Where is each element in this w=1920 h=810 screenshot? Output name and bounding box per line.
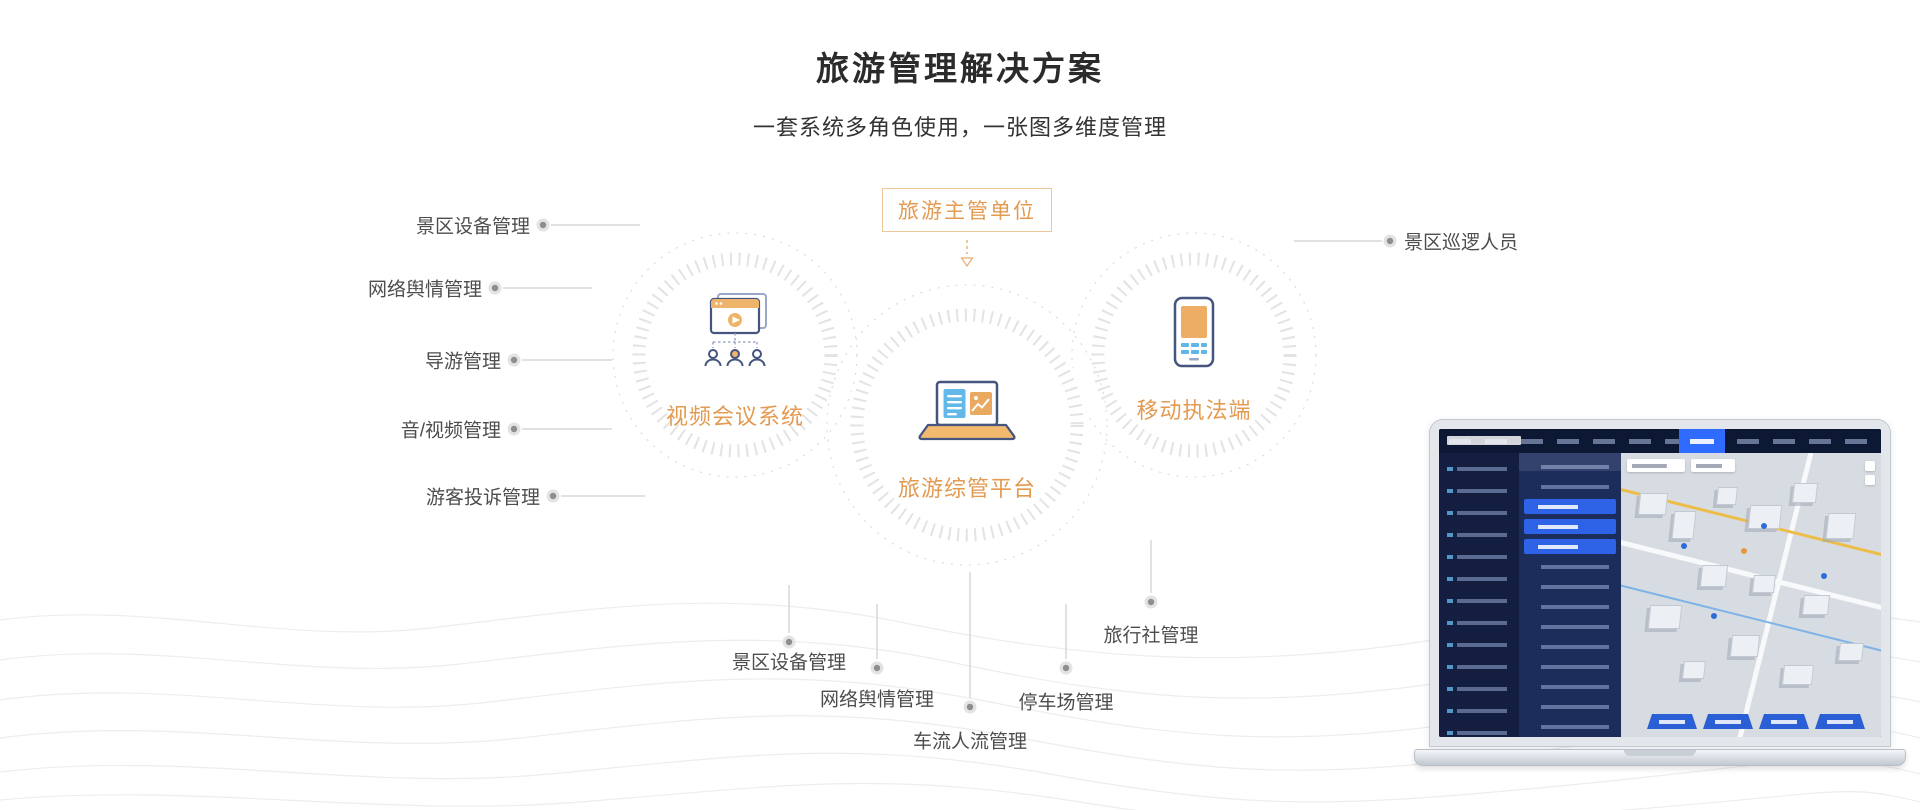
map-building bbox=[1781, 665, 1815, 685]
app-topbar bbox=[1439, 429, 1881, 453]
map-layer-control bbox=[1865, 475, 1875, 485]
map-marker bbox=[1681, 543, 1687, 549]
app-body bbox=[1439, 453, 1881, 737]
map-bottom-tab bbox=[1703, 714, 1753, 729]
app-list-panel bbox=[1519, 453, 1621, 737]
left-label-tourist-complaint-management: 游客投诉管理 bbox=[425, 487, 540, 509]
laptop-screen bbox=[1429, 419, 1891, 747]
map-building bbox=[1838, 643, 1864, 661]
page-subtitle: 一套系统多角色使用，一张图多维度管理 bbox=[752, 115, 1167, 140]
bottom-label-traffic-flow-management: 车流人流管理 bbox=[912, 731, 1028, 753]
map-filter-control bbox=[1691, 459, 1735, 472]
bottom-label-travel-agency-management: 旅行社管理 bbox=[1103, 625, 1199, 647]
panel-row-highlight bbox=[1524, 519, 1616, 534]
left-label-network-opinion-management: 网络舆情管理 bbox=[367, 279, 482, 301]
map-building bbox=[1699, 565, 1729, 587]
map-marker bbox=[1821, 573, 1827, 579]
video-conference-icon bbox=[704, 293, 767, 367]
app-screenshot bbox=[1439, 429, 1881, 737]
left-label-guide-management: 导游管理 bbox=[424, 351, 501, 373]
map-marker bbox=[1711, 613, 1717, 619]
map-bottom-tab bbox=[1647, 714, 1697, 729]
map-building bbox=[1825, 513, 1857, 539]
laptop-mockup bbox=[1414, 419, 1906, 771]
laptop-notch bbox=[1624, 750, 1696, 756]
node-mobile-enforcement: 移动执法端 bbox=[1104, 296, 1284, 425]
page-title: 旅游管理解决方案 bbox=[816, 50, 1104, 87]
left-label-audio-video-management: 音/视频管理 bbox=[400, 420, 501, 442]
app-map bbox=[1621, 453, 1881, 737]
node-platform: 旅游综管平台 bbox=[877, 380, 1057, 503]
bottom-label-parking-management: 停车场管理 bbox=[1018, 692, 1114, 714]
flow-arrow-icon bbox=[960, 240, 974, 268]
map-building bbox=[1682, 661, 1706, 679]
node-label-platform: 旅游综管平台 bbox=[897, 476, 1036, 501]
map-building bbox=[1671, 511, 1697, 539]
left-label-scenic-device-management: 景区设备管理 bbox=[415, 216, 530, 238]
map-building bbox=[1752, 575, 1776, 593]
map-building bbox=[1729, 635, 1761, 657]
map-bottom-tab bbox=[1759, 714, 1809, 729]
bottom-label-scenic-device-management: 景区设备管理 bbox=[731, 652, 847, 674]
app-sidebar bbox=[1439, 453, 1519, 737]
node-label-mobile-enforcement: 移动执法端 bbox=[1136, 398, 1252, 423]
map-building bbox=[1801, 595, 1831, 615]
app-nav-active-item bbox=[1679, 429, 1725, 453]
platform-laptop-icon bbox=[918, 380, 1016, 441]
authority-box: 旅游主管单位 bbox=[882, 188, 1052, 232]
map-building bbox=[1647, 605, 1683, 629]
panel-row-highlight bbox=[1524, 499, 1616, 514]
map-bottom-tab bbox=[1815, 714, 1865, 729]
panel-header bbox=[1519, 453, 1621, 471]
mobile-enforcement-icon bbox=[1173, 296, 1215, 368]
map-marker bbox=[1761, 523, 1767, 529]
laptop-base bbox=[1414, 749, 1906, 766]
map-zoom-control bbox=[1865, 461, 1875, 471]
authority-label: 旅游主管单位 bbox=[898, 200, 1036, 223]
map-filter-control bbox=[1627, 459, 1685, 472]
panel-row-highlight bbox=[1524, 539, 1616, 554]
right-label-patrol-staff: 景区巡逻人员 bbox=[1404, 232, 1519, 254]
node-video-conference: 视频会议系统 bbox=[645, 292, 825, 431]
app-logo bbox=[1447, 436, 1521, 445]
bottom-label-network-opinion-management: 网络舆情管理 bbox=[819, 689, 935, 711]
map-building bbox=[1791, 483, 1819, 503]
map-building bbox=[1637, 493, 1669, 515]
node-label-video-conference: 视频会议系统 bbox=[665, 404, 804, 429]
map-marker-orange bbox=[1741, 548, 1747, 554]
map-building bbox=[1716, 487, 1738, 505]
